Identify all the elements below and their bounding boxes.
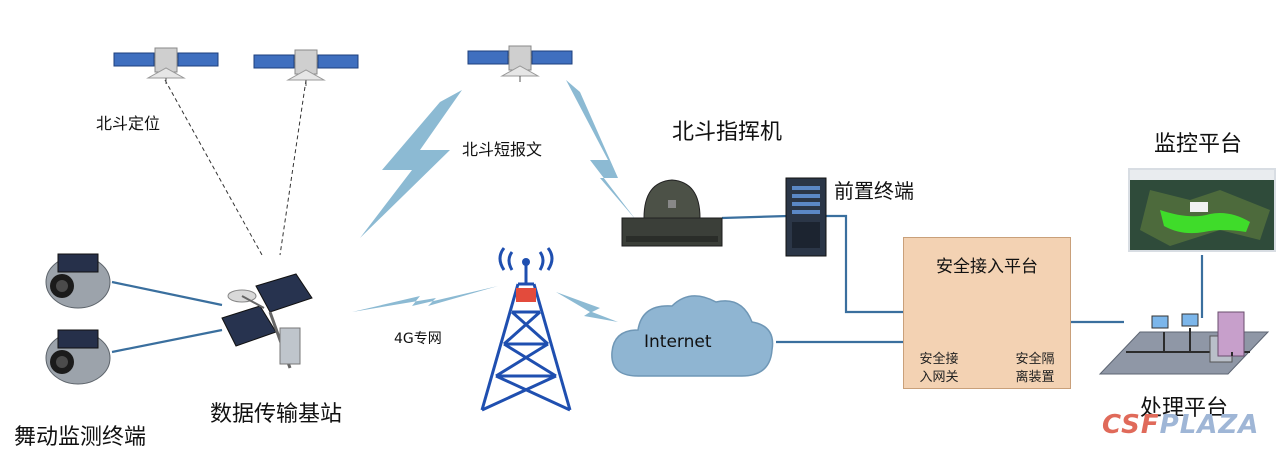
satellite-icon [253,49,359,86]
gateway-label-line2: 入网关 [919,370,959,385]
watermark-part2: PLAZA [1159,410,1260,440]
security-platform-box: 安全接入平台 安全接 入网关 安全隔 离装置 [903,237,1071,389]
signal-bolt-4g [352,286,498,312]
server-icon [785,177,827,257]
gallop-terminal-icon [45,253,111,309]
beidou-positioning-label: 北斗定位 [96,114,161,133]
command-front-link [721,214,789,220]
front-platform-link [826,214,903,314]
watermark-part1: CSF [1102,410,1160,440]
terminal-link-top [111,280,223,307]
lan-network-icon [1098,311,1270,375]
beidou-command-label: 北斗指挥机 [672,120,783,145]
monitor-platform-label: 监控平台 [1154,132,1243,157]
solar-base-station-icon [221,273,313,369]
front-terminal-label: 前置终端 [834,179,914,203]
terminal-link-bottom [111,328,223,354]
network-4g-label: 4G专网 [394,331,442,347]
base-station-label: 数据传输基站 [210,402,343,427]
positioning-link-2 [279,79,307,256]
gallop-terminal-icon [45,329,111,385]
beidou-short-message-label: 北斗短报文 [462,140,543,159]
isolation-label-line2: 离装置 [1015,370,1055,385]
gallop-terminal-label: 舞动监测终端 [14,425,147,450]
internet-label: Internet [644,332,712,352]
cloud-icon [611,295,774,377]
gateway-label: 安全接 入网关 [904,351,974,387]
processing-platform-label: 处理平台 [1140,396,1229,421]
signal-bolt-satellite-down [566,80,636,220]
satellite-icon [467,45,573,82]
security-platform-title: 安全接入平台 [936,257,1038,277]
satellite-icon [113,47,219,84]
positioning-link-1 [164,79,263,256]
monitor-map-icon [1130,170,1274,250]
monitor-screen-icon [1128,168,1276,252]
cell-tower-icon [480,247,572,412]
signal-bolt-satellite-up [360,90,462,238]
beidou-command-icon [621,179,723,247]
gateway-label-line1: 安全接 [919,352,959,367]
signal-bolt-tower-internet [556,292,618,322]
watermark-logo: CSFPLAZA [1102,410,1259,440]
isolation-label-line1: 安全隔 [1015,352,1055,367]
isolation-label: 安全隔 离装置 [1000,351,1070,387]
